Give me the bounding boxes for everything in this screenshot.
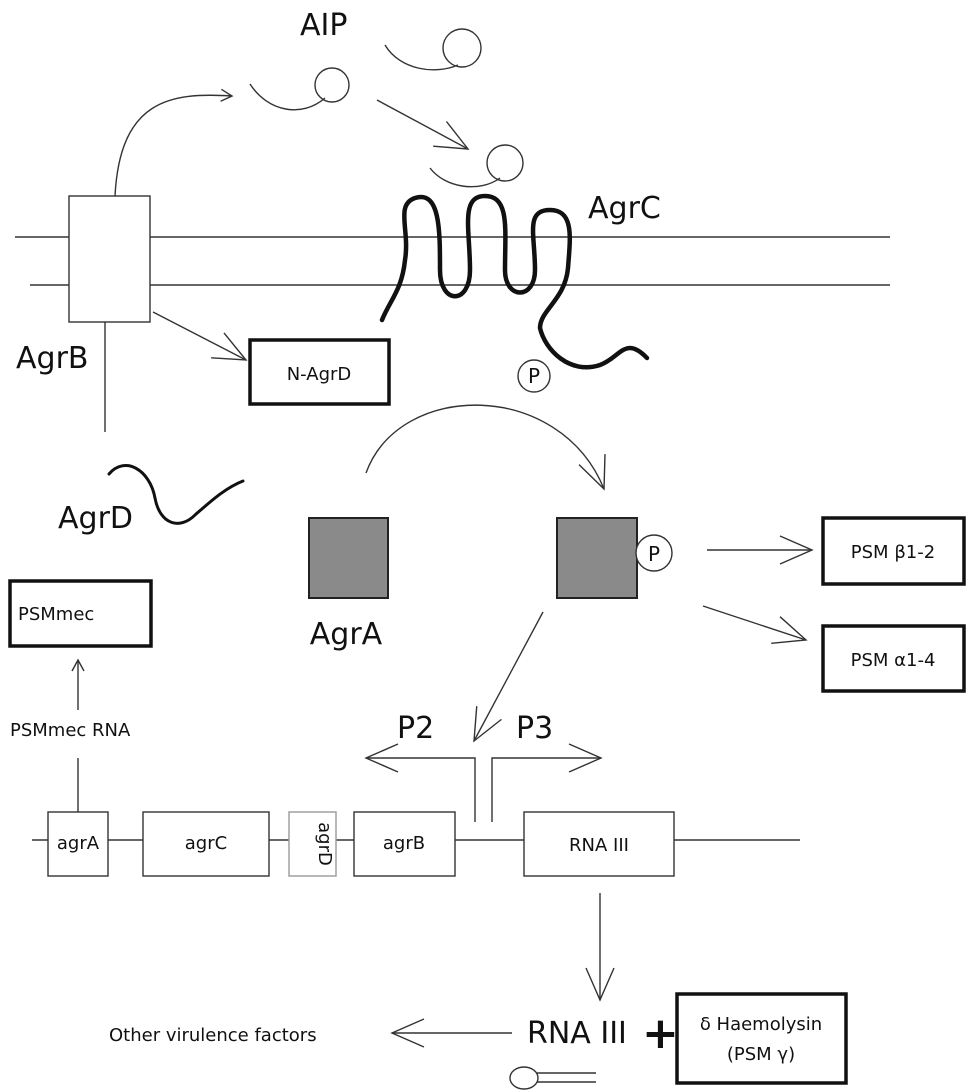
aip-binding-arrow (376, 99, 470, 150)
psmmec-rna-label: PSMmec RNA (10, 720, 131, 741)
psm-alpha-arrow (702, 605, 808, 644)
delta-haemolysin-box (675, 992, 848, 1085)
psm-alpha-box (821, 624, 966, 693)
agra-phosphorylated (556, 517, 638, 599)
agrd-label: AgrD (58, 501, 133, 536)
psm-alpha-label: PSM α1-4 (851, 650, 936, 671)
p3-label: P3 (516, 711, 553, 746)
aip-bound (429, 144, 524, 188)
psm-beta-label: PSM β1-2 (851, 542, 935, 563)
agrb-label: AgrB (16, 341, 88, 376)
agra-label: AgrA (310, 617, 383, 652)
rna3-product-label: RNA III (527, 1016, 627, 1051)
n-agrd-label: N-AgrD (287, 364, 352, 385)
gene-rna3-label: RNA III (569, 835, 629, 856)
gene-agrc-label: agrC (185, 833, 227, 854)
svg-text:P: P (648, 542, 660, 566)
agrb-transporter (68, 195, 151, 323)
agrc-phosphate: P (517, 359, 551, 393)
p2-label: P2 (397, 711, 434, 746)
plus-sign: + (642, 1008, 679, 1059)
n-agrd-arrow (152, 311, 248, 361)
rna3-hairpin (509, 1066, 596, 1090)
gene-agrd (288, 811, 337, 877)
agra-promoter-arrow (473, 611, 544, 743)
agrc-receptor (379, 193, 650, 370)
agrd-peptide (107, 464, 245, 525)
aip-label: AIP (300, 8, 347, 43)
n-agrd-box (248, 338, 391, 406)
gene-rna3 (523, 811, 675, 877)
p3-promoter-arrow (491, 743, 603, 822)
gene-agrc (142, 811, 270, 877)
gene-agrd-label: agrD (314, 822, 335, 866)
delta-haemolysin-label: δ Haemolysin (700, 1014, 822, 1035)
aip-export-arrow (114, 88, 234, 197)
gene-agrb (353, 811, 456, 877)
agra-unphosphorylated (308, 517, 389, 599)
psmmec-box (8, 579, 153, 648)
aip-peptide-2 (384, 28, 482, 71)
agra-phosphate: P (635, 534, 673, 572)
phosphotransfer-arrow (365, 404, 606, 491)
gene-agrb-label: agrB (383, 833, 425, 854)
agrc-label: AgrC (588, 191, 661, 226)
other-virulence-label: Other virulence factors (109, 1025, 317, 1046)
svg-text:P: P (528, 364, 540, 388)
gene-agra (47, 811, 109, 877)
p2-promoter-arrow (364, 743, 476, 822)
psmmec-label: PSMmec (18, 604, 94, 625)
aip-peptide-1 (249, 67, 350, 111)
psm-beta-box (821, 516, 966, 586)
psm-gamma-label: (PSM γ) (727, 1044, 795, 1065)
gene-agra-label: agrA (57, 833, 100, 854)
